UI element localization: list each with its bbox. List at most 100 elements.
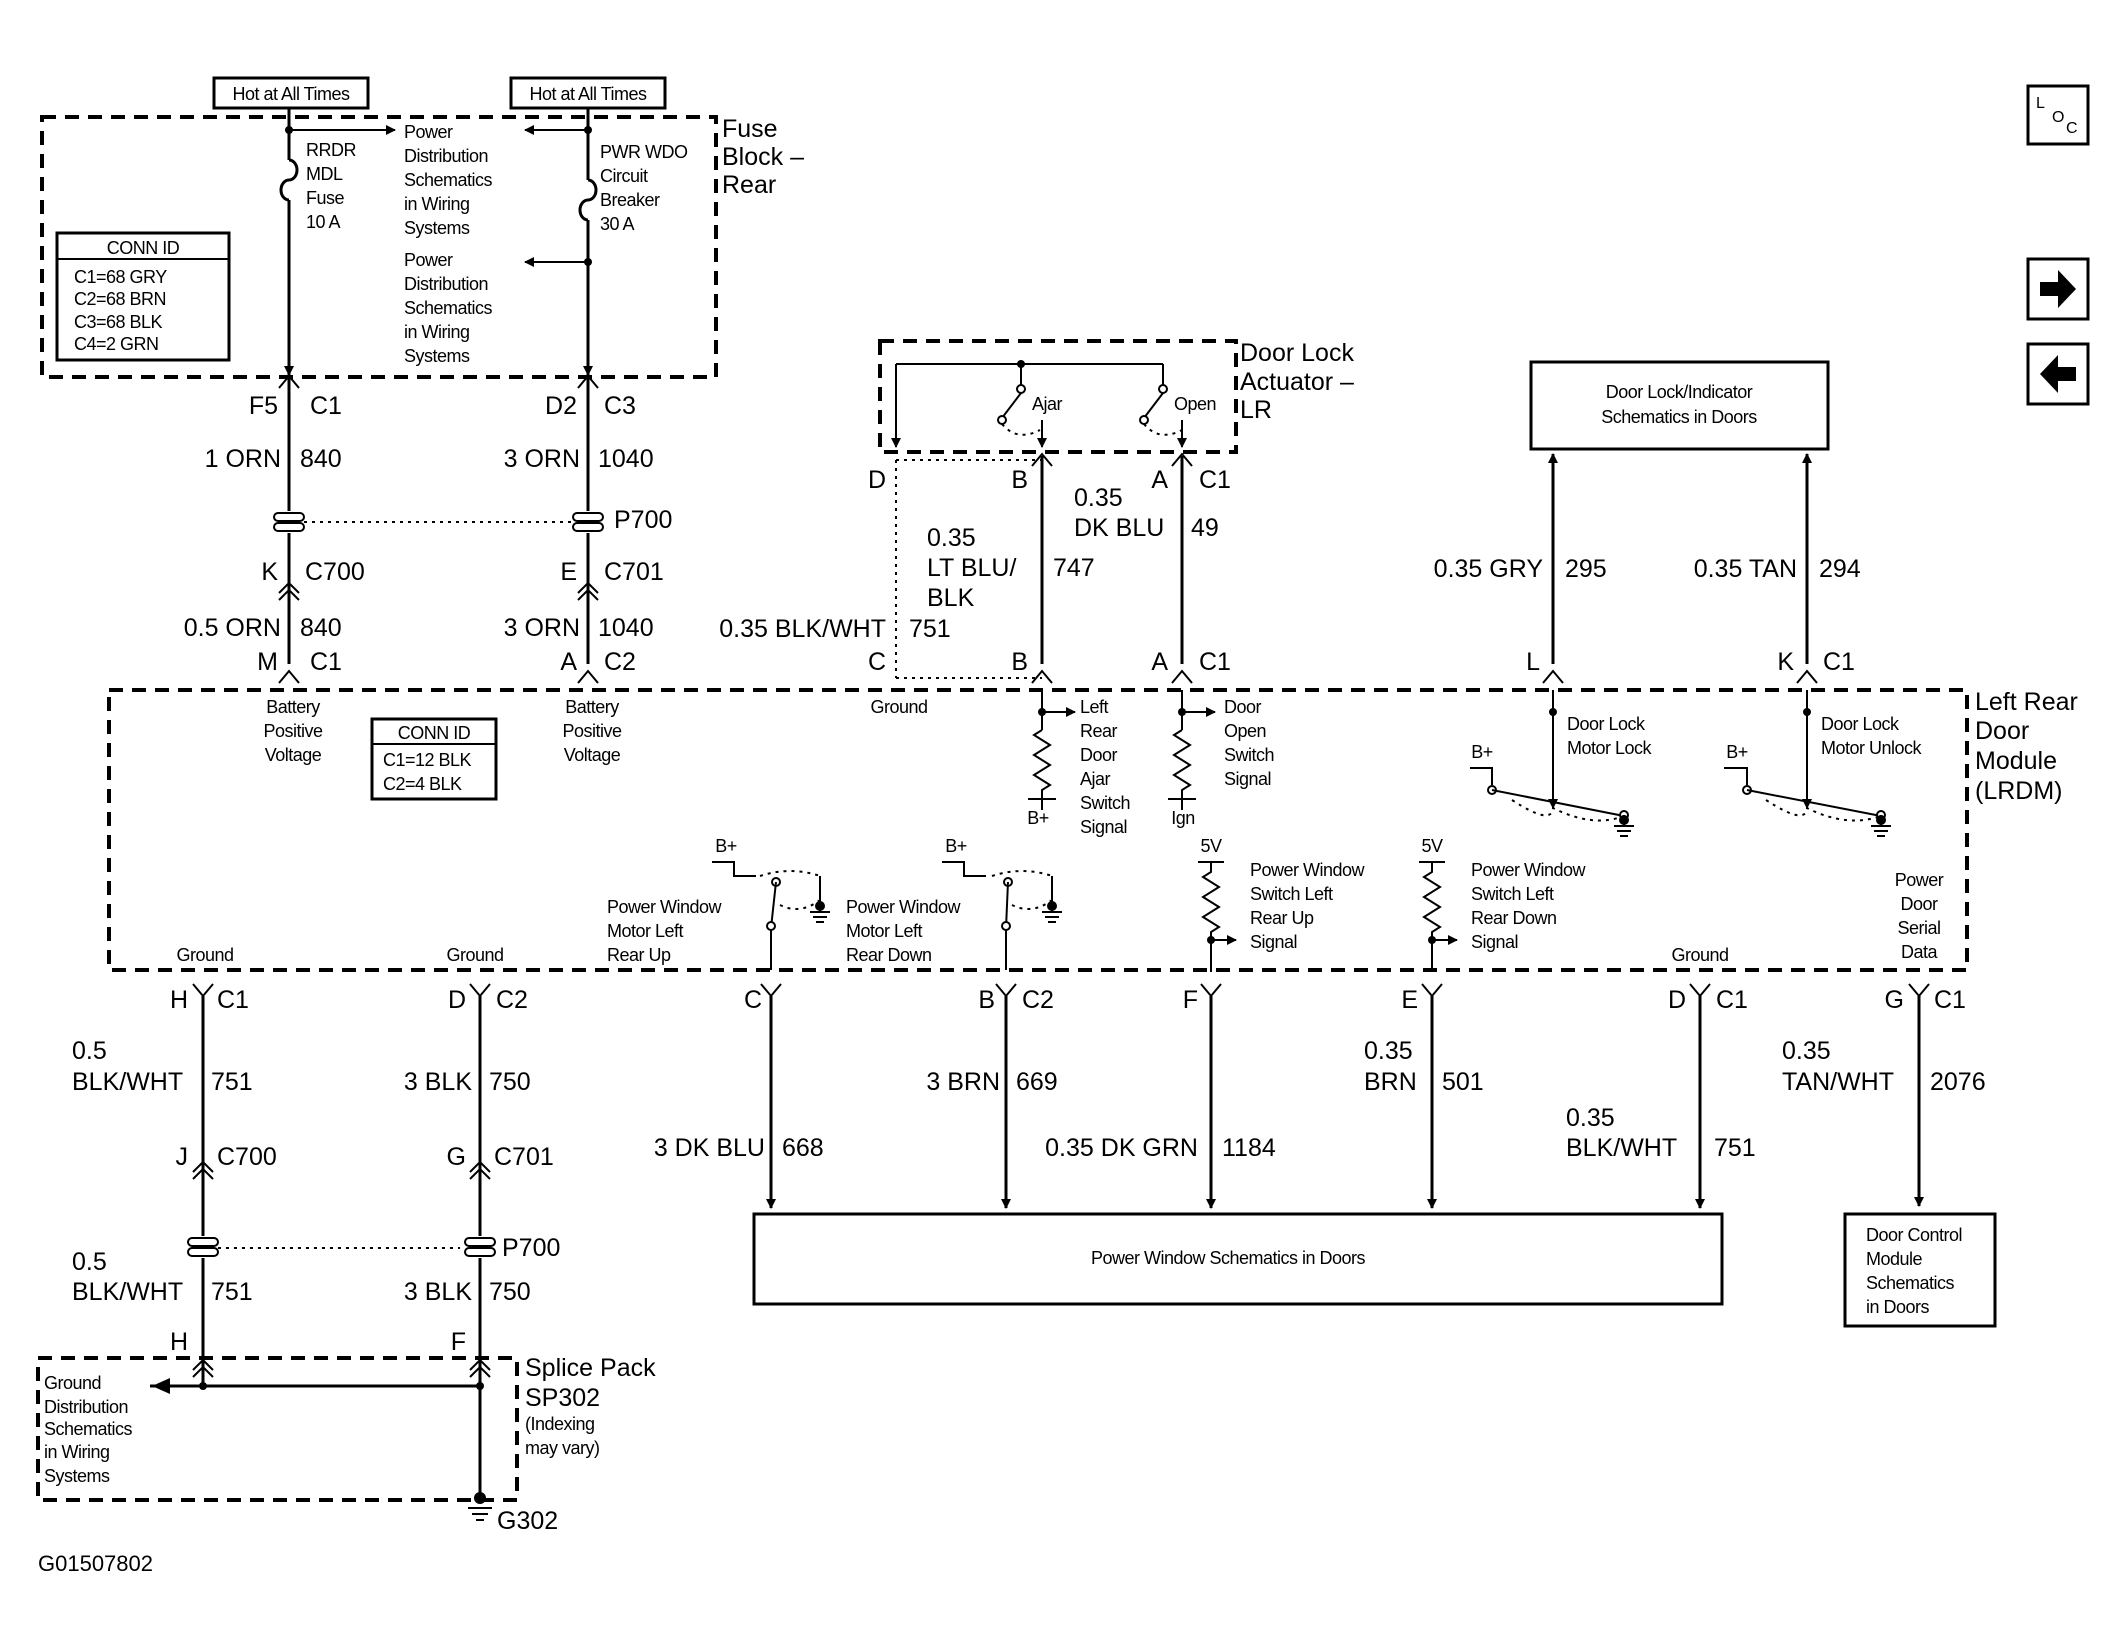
next-page-button[interactable] xyxy=(2026,257,2090,321)
diagram-label: Motor Unlock xyxy=(1821,738,1923,758)
diagram-label: 3 BLK xyxy=(404,1068,472,1096)
ground-symbol-icon xyxy=(1871,825,1891,837)
diagram-label: may vary) xyxy=(525,1438,600,1458)
diagram-label: Splice Pack xyxy=(525,1354,656,1382)
diagram-label: Ground xyxy=(446,945,503,965)
diagram-label: 0.35 GRY xyxy=(1434,555,1544,583)
diagram-label: D xyxy=(868,466,886,494)
diagram-label: A xyxy=(560,648,577,676)
ground-circuit-751: H C1 0.5 BLK/WHT 751 J C700 0.5 BLK/WHT … xyxy=(72,983,277,1384)
diagram-label: C701 xyxy=(604,558,664,586)
diagram-label: Module xyxy=(1866,1249,1923,1269)
diagram-label: 3 ORN xyxy=(504,445,580,473)
diagram-label: Fuse xyxy=(306,188,345,208)
diagram-label: B+ xyxy=(1027,808,1049,828)
diagram-label: MDL xyxy=(306,164,343,184)
diagram-label: 751 xyxy=(211,1278,253,1306)
diagram-label: Motor Lock xyxy=(1567,738,1653,758)
diagram-label: C xyxy=(2066,120,2078,137)
diagram-label: RRDR xyxy=(306,140,356,160)
diagram-label: 3 BLK xyxy=(404,1278,472,1306)
door-lock-indicator-schematics: Door Lock/Indicator Schematics in Doors … xyxy=(1434,360,1861,684)
diagram-label: Systems xyxy=(404,346,470,366)
diagram-label: C1 xyxy=(1934,986,1966,1014)
diagram-label: L xyxy=(1526,648,1540,676)
diagram-label: C3 xyxy=(604,392,636,420)
splice-pack-sp302: Splice Pack SP302 (Indexing may vary) Gr… xyxy=(36,1354,656,1535)
diagram-label: K xyxy=(261,558,278,586)
diagram-label: 1040 xyxy=(598,614,654,642)
diagram-label: C2 xyxy=(496,986,528,1014)
diagram-label: C2 xyxy=(1022,986,1054,1014)
diagram-label: 750 xyxy=(489,1278,531,1306)
diagram-label: F xyxy=(451,1328,466,1356)
diagram-label: Battery xyxy=(565,697,619,717)
diagram-label: D xyxy=(1668,986,1686,1014)
diagram-label: Signal xyxy=(1250,932,1297,952)
diagram-label: Schematics in Doors xyxy=(1601,407,1757,427)
ground-circuit-750: D C2 3 BLK 750 G C701 P700 3 BLK 750 F xyxy=(404,983,560,1384)
diagram-label: Door Lock xyxy=(1567,714,1646,734)
diagram-label: Module xyxy=(1975,747,2057,775)
diagram-label: Distribution xyxy=(404,274,488,294)
diagram-label: DK BLU xyxy=(1074,514,1164,542)
diagram-label: B xyxy=(1011,648,1028,676)
diagram-label: Power Window Schematics in Doors xyxy=(1091,1248,1366,1268)
diagram-label: 668 xyxy=(782,1134,824,1162)
diagram-label: Rear Down xyxy=(1471,908,1557,928)
feed-circuit-1040: D2 C3 3 ORN 1040 P700 E C701 3 ORN 1040 … xyxy=(504,374,672,684)
diagram-label: F xyxy=(1183,986,1198,1014)
diagram-label: Systems xyxy=(404,218,470,238)
diagram-label: Data xyxy=(1901,942,1939,962)
feed-circuit-840: F5 C1 1 ORN 840 K C700 0.5 ORN 840 M C1 xyxy=(184,374,365,684)
diagram-label: Door xyxy=(1900,894,1938,914)
diagram-label: Switch Left xyxy=(1250,884,1333,904)
diagram-label: F5 xyxy=(249,392,278,420)
diagram-label: Ground xyxy=(44,1373,101,1393)
diagram-label: SP302 xyxy=(525,1384,600,1412)
diagram-label: 0.35 TAN xyxy=(1694,555,1797,583)
diagram-label: Schematics xyxy=(404,298,493,318)
diagram-label: 0.35 xyxy=(1074,484,1123,512)
diagram-label: P700 xyxy=(614,506,672,534)
diagram-label: Door Control xyxy=(1866,1225,1962,1245)
ground-symbol-icon xyxy=(468,1507,492,1521)
diagram-label: BLK xyxy=(927,584,975,612)
diagram-label: Breaker xyxy=(600,190,660,210)
loc-button[interactable]: L O C xyxy=(2026,84,2090,146)
diagram-label: M xyxy=(257,648,278,676)
diagram-label: in Doors xyxy=(1866,1297,1930,1317)
diagram-label: in Wiring xyxy=(404,322,470,342)
diagram-label: BLK/WHT xyxy=(1566,1134,1677,1162)
diagram-label: BLK/WHT xyxy=(72,1278,183,1306)
diagram-label: 750 xyxy=(489,1068,531,1096)
diagram-label: Ground xyxy=(176,945,233,965)
diagram-label: D xyxy=(448,986,466,1014)
door-control-module-box: Door Control Module Schematics in Doors xyxy=(1843,1212,1997,1328)
diagram-label: (LRDM) xyxy=(1975,777,2063,805)
previous-page-button[interactable] xyxy=(2026,342,2090,406)
diagram-label: C1 xyxy=(310,392,342,420)
diagram-label: 840 xyxy=(300,614,342,642)
diagram-label: 0.5 ORN xyxy=(184,614,281,642)
diagram-label: B+ xyxy=(1471,742,1493,762)
diagram-label: 0.35 xyxy=(927,524,976,552)
diagram-label: 49 xyxy=(1191,514,1219,542)
diagram-label: Door xyxy=(1224,697,1262,717)
diagram-label: C2=68 BRN xyxy=(74,289,166,309)
diagram-label: Voltage xyxy=(564,745,621,765)
diagram-label: 10 A xyxy=(306,212,341,232)
diagram-label: 751 xyxy=(1714,1134,1756,1162)
diagram-label: Fuse xyxy=(722,115,778,143)
diagram-label: 1 ORN xyxy=(205,445,281,473)
diagram-label: C2 xyxy=(604,648,636,676)
diagram-label: (Indexing xyxy=(525,1414,595,1434)
ground-symbol-icon xyxy=(1614,825,1634,837)
diagram-label: Door Lock xyxy=(1240,339,1354,367)
diagram-label: Distribution xyxy=(44,1397,128,1417)
diagram-label: Ground xyxy=(870,697,927,717)
diagram-label: C3=68 BLK xyxy=(74,312,163,332)
diagram-label: Systems xyxy=(44,1466,110,1486)
diagram-label: Switch xyxy=(1224,745,1274,765)
